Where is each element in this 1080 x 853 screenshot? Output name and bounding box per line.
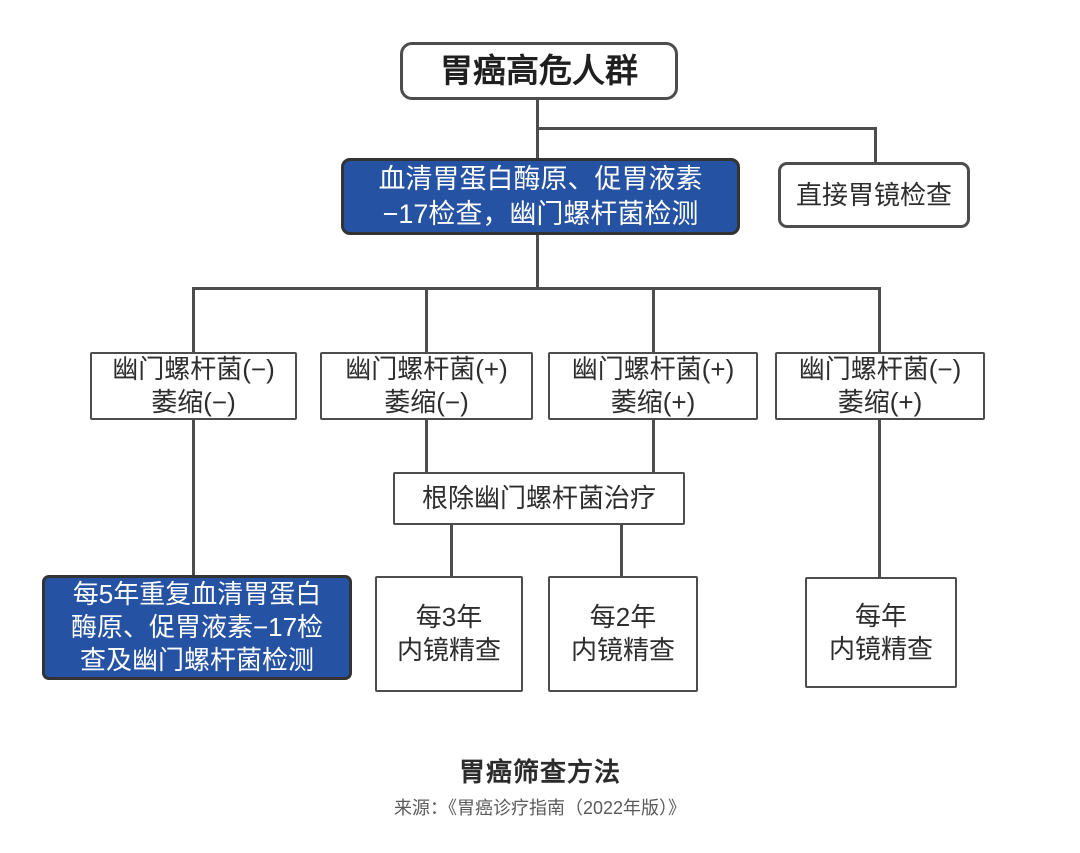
diagram-source: 来源：《胃癌诊疗指南（2022年版）》: [393, 798, 687, 818]
diagram-title: 胃癌筛查方法: [458, 757, 621, 787]
connector-hp3-to-eradication: [652, 420, 655, 472]
connector-to-direct-gastroscopy: [874, 127, 877, 162]
connector-hp1-to-repeat: [192, 420, 195, 575]
node-hp-neg-atrophy-pos: 幽门螺杆菌(−) 萎缩(+): [775, 352, 985, 420]
node-hp-pos-atrophy-pos: 幽门螺杆菌(+) 萎缩(+): [548, 352, 758, 420]
connector-eradication-to-3yr: [450, 525, 453, 576]
node-direct-gastroscopy: 直接胃镜检查: [778, 162, 970, 228]
node-high-risk-group: 胃癌高危人群: [400, 42, 678, 100]
connector-drop-hp2: [425, 287, 428, 352]
connector-drop-hp4: [878, 287, 881, 352]
connector-drop-hp1: [192, 287, 195, 352]
connector-hp2-to-eradication: [425, 420, 428, 472]
node-eradication-treatment: 根除幽门螺杆菌治疗: [393, 472, 685, 525]
connector-serum-down: [536, 235, 539, 290]
node-endoscopy-every-3-years: 每3年 内镜精查: [375, 576, 523, 692]
connector-hp4-to-yearly: [878, 420, 881, 577]
node-hp-neg-atrophy-neg: 幽门螺杆菌(−) 萎缩(−): [90, 352, 297, 420]
node-endoscopy-every-year: 每年 内镜精查: [805, 577, 957, 688]
node-hp-pos-atrophy-neg: 幽门螺杆菌(+) 萎缩(−): [320, 352, 533, 420]
connector-drop-hp3: [652, 287, 655, 352]
node-repeat-every-5-years: 每5年重复血清胃蛋白 酶原、促胃液素−17检 查及幽门螺杆菌检测: [42, 575, 352, 680]
connector-mid-horizontal: [192, 287, 881, 290]
connector-top-horizontal: [536, 127, 877, 130]
node-serum-test: 血清胃蛋白酶原、促胃液素 −17检查，幽门螺杆菌检测: [341, 158, 740, 235]
connector-eradication-to-2yr: [620, 525, 623, 576]
node-endoscopy-every-2-years: 每2年 内镜精查: [548, 576, 698, 692]
